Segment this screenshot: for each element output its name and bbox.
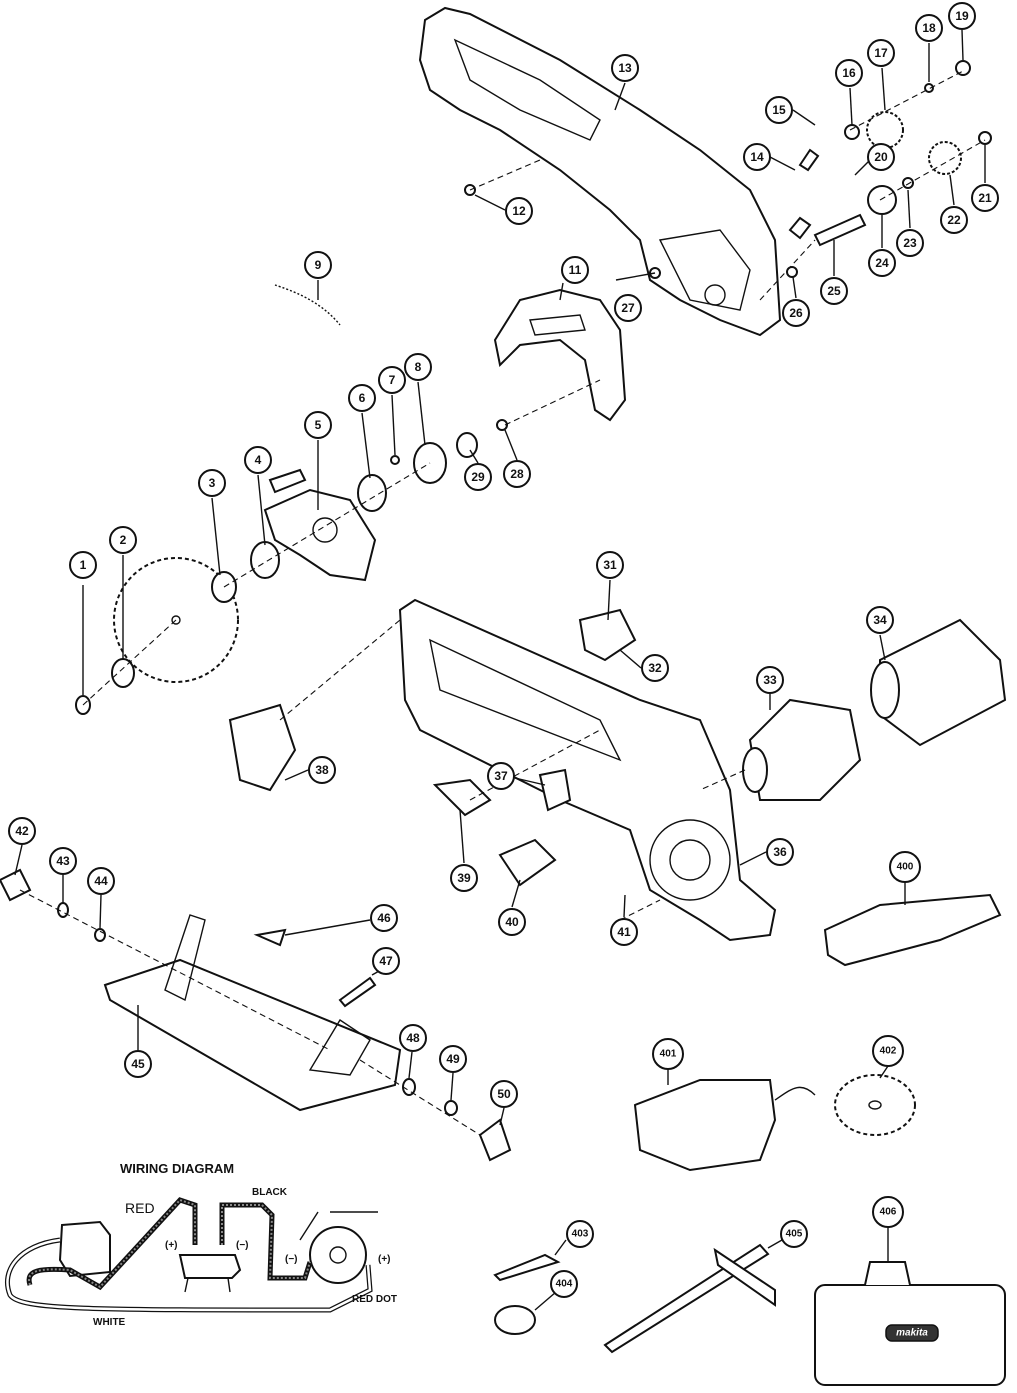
callout-24: 24 xyxy=(875,256,889,270)
callout-401: 401 xyxy=(660,1049,677,1060)
callout-26: 26 xyxy=(789,306,803,320)
callout-46: 46 xyxy=(377,911,391,925)
wire-label-white: WHITE xyxy=(93,1317,126,1328)
callout-40: 40 xyxy=(505,915,519,929)
callout-44: 44 xyxy=(94,874,108,888)
part-45-base-plate xyxy=(103,914,402,1112)
part-33-motor xyxy=(742,698,862,801)
callout-49: 49 xyxy=(446,1052,460,1066)
polarity-plus-terminal: (+) xyxy=(165,1240,178,1251)
callout-47: 47 xyxy=(379,954,393,968)
callout-15: 15 xyxy=(772,103,786,117)
callout-17: 17 xyxy=(874,46,888,60)
callout-41: 41 xyxy=(617,925,631,939)
small-parts xyxy=(75,60,992,715)
callout-3: 3 xyxy=(209,476,216,490)
callout-50: 50 xyxy=(497,1087,511,1101)
callouts: 1 2 3 4 5 6 7 8 9 11 12 13 14 15 16 17 1 xyxy=(8,2,999,1311)
callout-21: 21 xyxy=(978,191,992,205)
wire-label-black: BLACK xyxy=(252,1187,288,1198)
callout-39: 39 xyxy=(457,871,471,885)
part-36-motor-housing xyxy=(398,598,777,942)
callout-4: 4 xyxy=(255,453,262,467)
callout-18: 18 xyxy=(922,21,936,35)
part-5-lower-guard xyxy=(263,488,377,582)
callout-2: 2 xyxy=(120,533,127,547)
wire-label-red: RED xyxy=(125,1200,155,1216)
callout-45: 45 xyxy=(131,1057,145,1071)
part-11-guard-plate xyxy=(493,288,627,422)
part-406-carry-case: makita xyxy=(814,1261,1006,1386)
callout-43: 43 xyxy=(56,854,70,868)
callout-1: 1 xyxy=(80,558,87,572)
callout-36: 36 xyxy=(773,845,787,859)
callout-23: 23 xyxy=(903,236,917,250)
callout-8: 8 xyxy=(415,360,422,374)
callout-29: 29 xyxy=(471,470,485,484)
callout-19: 19 xyxy=(955,9,969,23)
polarity-minus-terminal: (−) xyxy=(236,1240,249,1251)
callout-11: 11 xyxy=(569,263,582,277)
callout-5: 5 xyxy=(315,418,322,432)
part-400-battery xyxy=(823,893,1002,967)
callout-28: 28 xyxy=(510,467,524,481)
case-brand-logo: makita xyxy=(896,1328,928,1339)
part-34-motor-can xyxy=(870,618,1007,747)
switch xyxy=(58,1220,111,1278)
callout-14: 14 xyxy=(750,150,764,164)
callout-33: 33 xyxy=(763,673,777,687)
assembly-lines xyxy=(19,69,986,1136)
wire-label-red-dot: RED DOT xyxy=(352,1294,397,1305)
motor-end xyxy=(309,1226,367,1284)
part-13-upper-housing xyxy=(418,6,782,337)
callout-7: 7 xyxy=(389,373,396,387)
callout-405: 405 xyxy=(786,1229,803,1240)
part-402-spare-blade xyxy=(834,1074,916,1136)
callout-16: 16 xyxy=(842,66,856,80)
terminal-block xyxy=(178,1254,242,1279)
misc-parts xyxy=(0,608,776,1354)
part-401-charger xyxy=(633,1079,816,1172)
polarity-plus-motor: (+) xyxy=(378,1254,391,1265)
callout-27: 27 xyxy=(621,301,635,315)
callout-402: 402 xyxy=(880,1046,897,1057)
callout-406: 406 xyxy=(880,1207,897,1218)
callout-400: 400 xyxy=(897,862,914,873)
callout-38: 38 xyxy=(315,763,329,777)
wiring-diagram-title: WIRING DIAGRAM xyxy=(120,1161,234,1176)
callout-13: 13 xyxy=(618,61,632,75)
callout-9: 9 xyxy=(315,258,322,272)
callout-404: 404 xyxy=(556,1279,573,1290)
callout-48: 48 xyxy=(406,1031,420,1045)
callout-20: 20 xyxy=(874,150,888,164)
callout-12: 12 xyxy=(512,204,526,218)
callout-22: 22 xyxy=(947,213,961,227)
callout-42: 42 xyxy=(15,824,29,838)
callout-34: 34 xyxy=(873,613,887,627)
callout-6: 6 xyxy=(359,391,366,405)
wiring-diagram: WIRING DIAGRAM RED BLACK WHITE RED DOT (… xyxy=(5,1161,397,1328)
callout-403: 403 xyxy=(572,1229,589,1240)
callout-32: 32 xyxy=(648,661,662,675)
callout-31: 31 xyxy=(603,558,617,572)
polarity-minus-motor: (−) xyxy=(285,1254,298,1265)
callout-25: 25 xyxy=(827,284,841,298)
callout-37: 37 xyxy=(494,769,508,783)
